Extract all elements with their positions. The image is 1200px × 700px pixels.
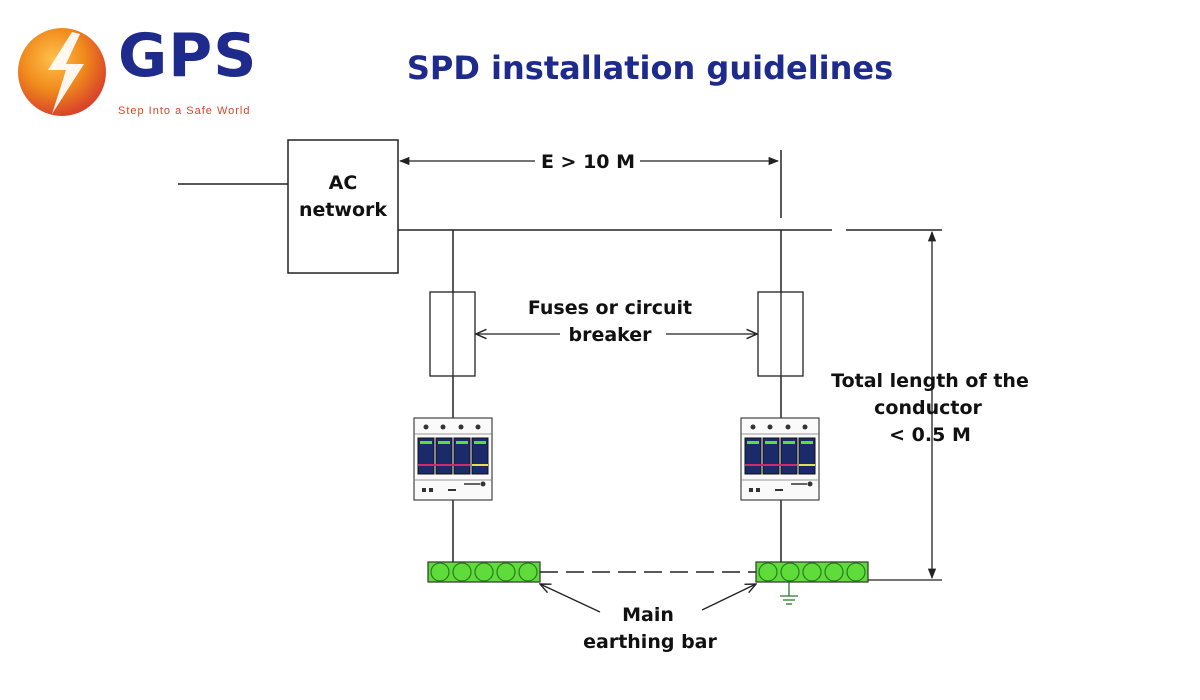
brand-name: GPS xyxy=(118,21,258,91)
conductor-label-1: Total length of the xyxy=(831,370,1029,392)
conductor-label-2: conductor xyxy=(874,397,982,419)
earthing-bar-left xyxy=(427,561,541,583)
fuses-label-1: Fuses or circuit xyxy=(528,297,692,319)
ac-network-label-1: AC xyxy=(329,172,358,194)
distance-label: E > 10 M xyxy=(541,151,635,173)
earthing-bar-right xyxy=(755,561,869,583)
earthing-pointer-right xyxy=(701,584,756,611)
brand-logo: GPS Step Into a Safe World xyxy=(14,22,304,122)
ground-icon xyxy=(780,582,798,605)
page-title: SPD installation guidelines xyxy=(406,49,894,87)
fuses-label-2: breaker xyxy=(568,324,652,346)
earthing-label-1: Main xyxy=(622,604,674,626)
brand-tagline: Step Into a Safe World xyxy=(118,105,251,117)
spd-device-left xyxy=(413,417,493,501)
ac-network-box xyxy=(287,139,399,274)
ac-network-label-2: network xyxy=(299,199,387,221)
conductor-label-3: < 0.5 M xyxy=(889,424,971,446)
earthing-pointer-left xyxy=(540,584,601,613)
spd-device-right xyxy=(740,417,820,501)
earthing-label-2: earthing bar xyxy=(583,631,717,653)
lightning-sphere-icon xyxy=(18,28,106,116)
